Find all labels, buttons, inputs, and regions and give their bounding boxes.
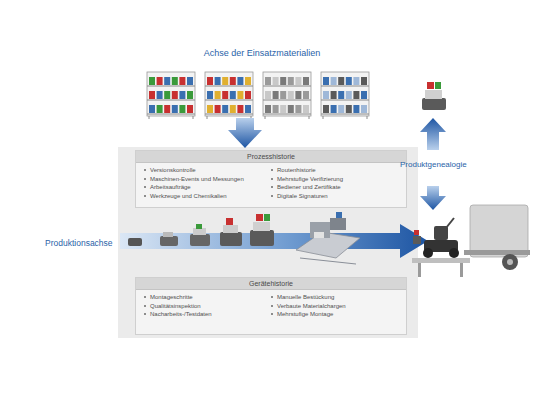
bullet-dot — [271, 296, 273, 298]
bullet-item: Manuelle Bestückung — [271, 293, 398, 302]
bullet-dot — [271, 305, 273, 307]
production-arrow — [120, 224, 428, 258]
history-box: GerätehistorieMontageschritteQualitätsin… — [135, 277, 407, 335]
bullet-dot — [144, 178, 146, 180]
bullet-dot — [144, 186, 146, 188]
bullet-item: Nacharbeits-/Testdaten — [144, 310, 271, 319]
axis-label: Achse der Einsatzmaterialien — [204, 48, 321, 58]
bullet-item: Routenhistorie — [271, 166, 398, 175]
box-heading: Gerätehistorie — [136, 278, 406, 290]
material-shelves — [147, 72, 369, 119]
product-stages — [128, 214, 274, 246]
bullet-item: Bediener und Zertifikate — [271, 183, 398, 192]
bullet-item: Versionskontrolle — [144, 166, 271, 175]
genealogy-up-arrow — [420, 118, 446, 150]
genealogy-down-arrow — [420, 186, 446, 210]
bullet-dot — [271, 186, 273, 188]
bullet-item: Qualitätsinspektion — [144, 302, 271, 311]
history-box: ProzesshistorieVersionskontrolleMaschine… — [135, 150, 407, 208]
axis-label: Produktgenealogie — [400, 160, 467, 169]
bullet-item: Mehrstufige Verifizierung — [271, 175, 398, 184]
bullet-dot — [144, 305, 146, 307]
bullet-item: Arbeitsaufträge — [144, 183, 271, 192]
bullet-dot — [144, 195, 146, 197]
axis-label: Produktionsachse — [45, 238, 113, 248]
bullet-dot — [271, 195, 273, 197]
bullet-item: Maschinen-Events und Messungen — [144, 175, 271, 184]
bullet-item: Verbaute Materialchargen — [271, 302, 398, 311]
bullet-item: Werkzeuge und Chemikalien — [144, 192, 271, 201]
bullet-dot — [144, 169, 146, 171]
bullet-dot — [144, 313, 146, 315]
box-heading: Prozesshistorie — [136, 151, 406, 163]
bullet-dot — [271, 313, 273, 315]
bullet-dot — [271, 169, 273, 171]
product-icon — [422, 82, 446, 110]
bullet-dot — [144, 296, 146, 298]
bullet-item: Mehrstufige Montage — [271, 310, 398, 319]
material-arrow — [228, 118, 262, 148]
bullet-item: Digitale Signaturen — [271, 192, 398, 201]
bullet-item: Montageschritte — [144, 293, 271, 302]
assembly-machine — [296, 212, 360, 264]
vehicle-and-trailer — [412, 205, 530, 277]
bullet-dot — [271, 178, 273, 180]
